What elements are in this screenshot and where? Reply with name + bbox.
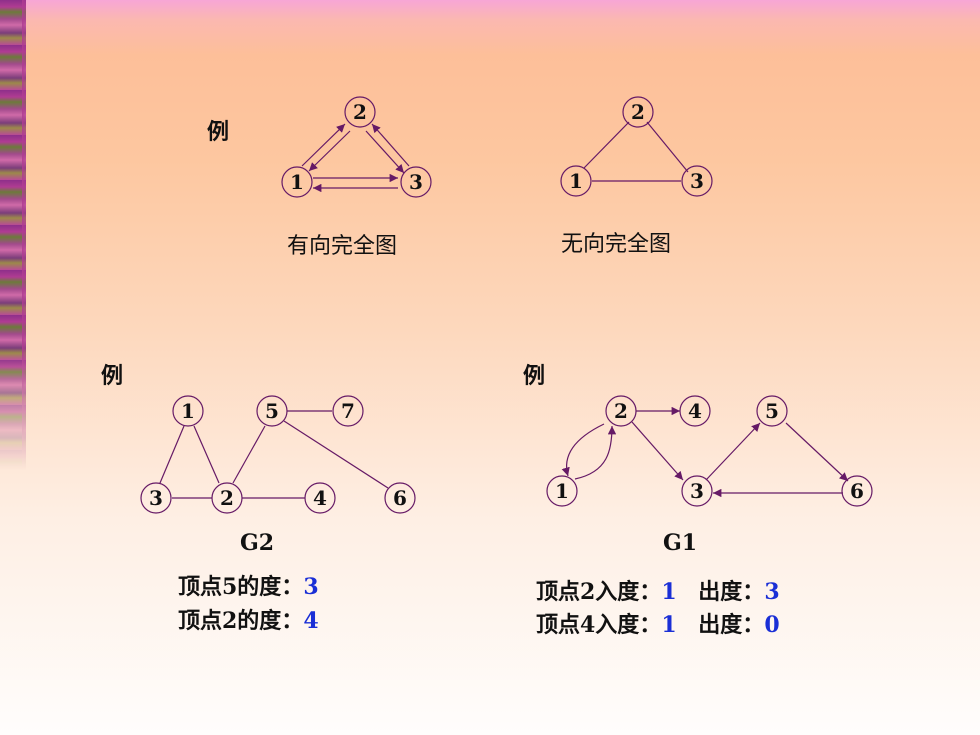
g1-graph: 2 4 5 1 3 6: [546, 395, 873, 507]
graph-node: 6: [841, 475, 873, 507]
graph-node: 1: [281, 166, 313, 198]
svg-text:6: 6: [393, 486, 407, 510]
arc-2-1: [561, 423, 605, 477]
graph-node: 2: [622, 96, 654, 128]
degree-value: 4: [303, 608, 319, 634]
svg-text:2: 2: [353, 100, 367, 124]
svg-text:1: 1: [290, 170, 304, 194]
edge-1-3: [159, 425, 185, 484]
svg-text:4: 4: [688, 399, 702, 423]
graph-node: 5: [256, 395, 288, 427]
edge-2-5: [232, 425, 266, 484]
svg-text:3: 3: [690, 169, 704, 193]
graph-node: 6: [384, 482, 416, 514]
graph-node: 2: [344, 96, 376, 128]
arc-1-2: [574, 425, 617, 480]
edge-1-2: [193, 425, 220, 484]
svg-text:3: 3: [409, 170, 423, 194]
graph-node: 4: [679, 395, 711, 427]
edge-5-6: [283, 420, 389, 489]
g1-degree-line: 顶点4入度：1 出度：0: [536, 607, 780, 639]
g2-caption: G2: [240, 530, 275, 556]
svg-text:4: 4: [313, 486, 327, 510]
indegree-value: 1: [661, 579, 677, 605]
graph-node: 1: [546, 475, 578, 507]
graph-node: 3: [681, 475, 713, 507]
outdegree-label: 出度：: [698, 579, 765, 605]
degree-label: 顶点2的度：: [178, 608, 304, 634]
graph-node: 2: [605, 395, 637, 427]
indegree-value: 1: [661, 612, 677, 638]
arc-3-2: [371, 123, 410, 167]
arc-2-1: [308, 130, 351, 172]
degree-value: 3: [303, 574, 319, 600]
arc-2-3: [631, 421, 684, 481]
svg-text:3: 3: [690, 479, 704, 503]
edge-2-3: [646, 121, 689, 173]
svg-text:3: 3: [149, 486, 163, 510]
graph-node: 3: [400, 166, 432, 198]
outdegree-label: 出度：: [698, 612, 765, 638]
graph-node: 3: [140, 482, 172, 514]
g2-degree-line: 顶点2的度：4: [178, 603, 319, 635]
example-label: 例: [101, 363, 124, 389]
undirected-complete-caption: 无向完全图: [561, 232, 672, 257]
g1-caption: G1: [663, 530, 698, 556]
svg-text:1: 1: [555, 479, 569, 503]
svg-text:2: 2: [631, 100, 645, 124]
graph-node: 1: [172, 395, 204, 427]
svg-text:7: 7: [341, 399, 355, 423]
directed-complete-graph: 2 1 3: [281, 96, 432, 198]
graph-node: 1: [560, 165, 592, 197]
arc-5-6: [785, 422, 849, 482]
edge-1-2: [583, 121, 630, 169]
arc-3-5: [705, 422, 761, 481]
undirected-complete-graph: 2 1 3: [560, 96, 713, 197]
arc-2-3: [365, 130, 405, 174]
indegree-label: 顶点4入度：: [536, 612, 662, 638]
svg-text:1: 1: [181, 399, 195, 423]
svg-text:1: 1: [569, 169, 583, 193]
svg-text:2: 2: [220, 486, 234, 510]
example-label: 例: [523, 363, 546, 389]
indegree-label: 顶点2入度：: [536, 579, 662, 605]
graph-node: 7: [332, 395, 364, 427]
graph-node: 2: [211, 482, 243, 514]
example-label: 例: [207, 119, 230, 145]
svg-text:2: 2: [614, 399, 628, 423]
graph-node: 5: [756, 395, 788, 427]
arc-1-2: [301, 123, 346, 167]
degree-label: 顶点5的度：: [178, 574, 304, 600]
g2-degree-line: 顶点5的度：3: [178, 569, 319, 601]
svg-text:5: 5: [265, 399, 279, 423]
outdegree-value: 3: [764, 579, 780, 605]
svg-text:5: 5: [765, 399, 779, 423]
g2-graph: 1 5 7 3 2 4 6: [140, 395, 416, 514]
g1-degree-line: 顶点2入度：1 出度：3: [536, 574, 780, 606]
directed-complete-caption: 有向完全图: [287, 234, 398, 259]
svg-text:6: 6: [850, 479, 864, 503]
outdegree-value: 0: [764, 612, 780, 638]
graph-node: 4: [304, 482, 336, 514]
graph-node: 3: [681, 165, 713, 197]
